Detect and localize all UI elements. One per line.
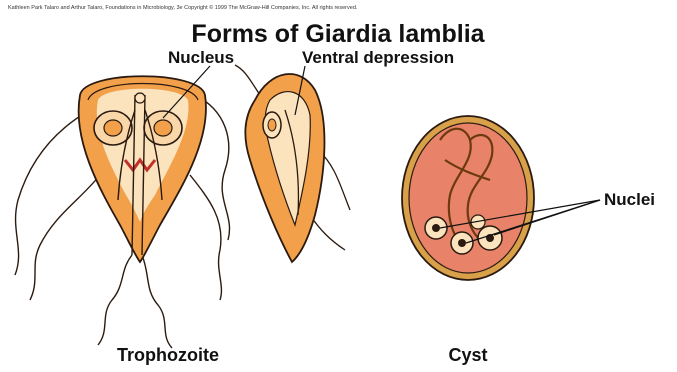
cyst (402, 116, 534, 280)
label-ventral-depression: Ventral depression (302, 48, 454, 67)
caption-trophozoite: Trophozoite (117, 345, 219, 365)
copyright-credit: Kathleen Park Talaro and Arthur Talaro, … (8, 4, 358, 11)
caption-cyst: Cyst (448, 345, 487, 365)
diagram-title: Forms of Giardia lamblia (191, 20, 485, 48)
trophozoite-side-view (235, 65, 350, 262)
trophozoite-front-view (15, 76, 230, 348)
label-nucleus: Nucleus (168, 48, 234, 67)
label-nuclei: Nuclei (604, 190, 655, 209)
